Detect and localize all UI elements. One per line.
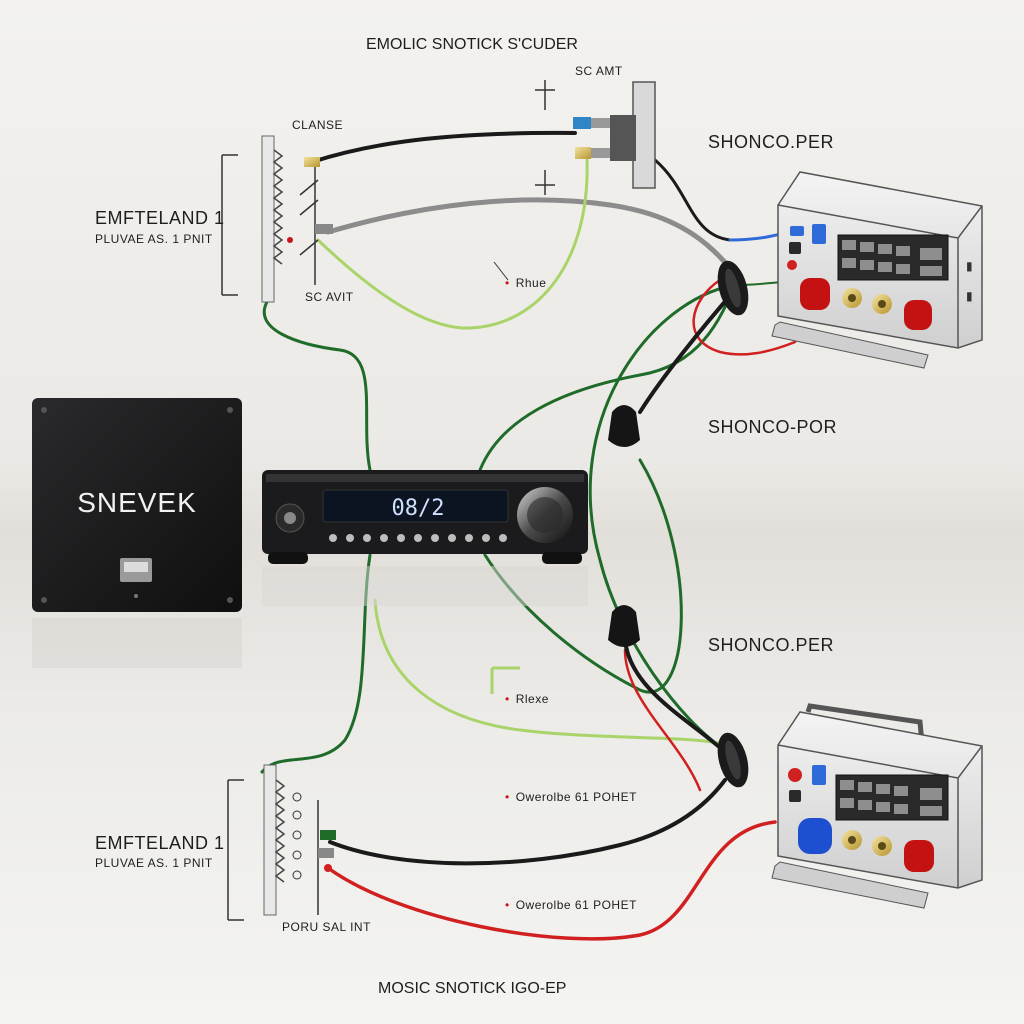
green-wire-loop-right	[588, 283, 737, 752]
label-emfteland-top: EMFTELAND 1	[95, 208, 225, 228]
label-shonco-per-top: SHONCO.PER	[708, 132, 835, 152]
label-rhue: Rhue	[505, 276, 546, 290]
ferrite-connectors	[490, 260, 749, 788]
black-cable-mid	[638, 288, 737, 414]
label-pluvae-bottom: PLUVAE AS. 1 PNIT	[95, 856, 213, 870]
title-top: EMOLIC SNOTICK S'CUDER	[366, 36, 578, 53]
svg-text:▮: ▮	[966, 259, 973, 273]
black-cable-bottom	[328, 778, 727, 866]
subwoofer-brand: SNEVEK	[77, 487, 197, 518]
terminal-strip-top	[221, 135, 333, 303]
green-wire-left	[262, 298, 372, 472]
terminal-strip-bottom	[227, 764, 336, 921]
black-cable-lower	[623, 638, 727, 754]
av-receiver: 08/2	[262, 470, 588, 606]
label-shonco-por-mid: SHONCO-POR	[708, 417, 838, 437]
green-wire-mid	[478, 283, 737, 472]
green-wire-left-lower	[260, 553, 372, 774]
label-pluvae-top: PLUVAE AS. 1 PNIT	[95, 232, 213, 246]
top-right-panel-device: ▮ ▮	[771, 171, 983, 369]
label-overolbe-1: Owerolbe 61 POHET	[505, 790, 637, 804]
receiver-display: 08/2	[392, 496, 445, 521]
red-wire-top	[692, 278, 797, 356]
label-emfteland-bottom: EMFTELAND 1	[95, 833, 225, 853]
label-overolbe-2: Owerolbe 61 POHET	[505, 898, 637, 912]
light-green-top	[316, 158, 589, 330]
label-shonco-per-low: SHONCO.PER	[708, 635, 835, 655]
red-wire-bottom	[326, 820, 777, 941]
green-wire-lower	[483, 458, 683, 694]
black-splitter-panel	[653, 158, 732, 242]
label-sc-avit: SC AVIT	[305, 290, 354, 304]
title-bottom: MOSIC SNOTICK IGO-EP	[378, 980, 567, 997]
label-clanse: CLANSE	[292, 118, 344, 132]
splitter-bracket	[535, 80, 656, 195]
black-cable-top	[310, 130, 577, 164]
light-green-lower	[373, 598, 732, 747]
svg-text:▮: ▮	[966, 289, 973, 303]
wires	[260, 130, 802, 941]
gray-cable-top	[325, 197, 733, 271]
label-poru-sal-int: PORU SAL INT	[282, 920, 371, 934]
label-sc-amt-top: SC AMT	[575, 64, 623, 78]
bottom-right-panel-device	[771, 703, 983, 909]
subwoofer-box: SNEVEK	[32, 398, 242, 668]
red-wire-mid	[623, 648, 702, 792]
label-rlexe: Rlexe	[505, 692, 549, 706]
